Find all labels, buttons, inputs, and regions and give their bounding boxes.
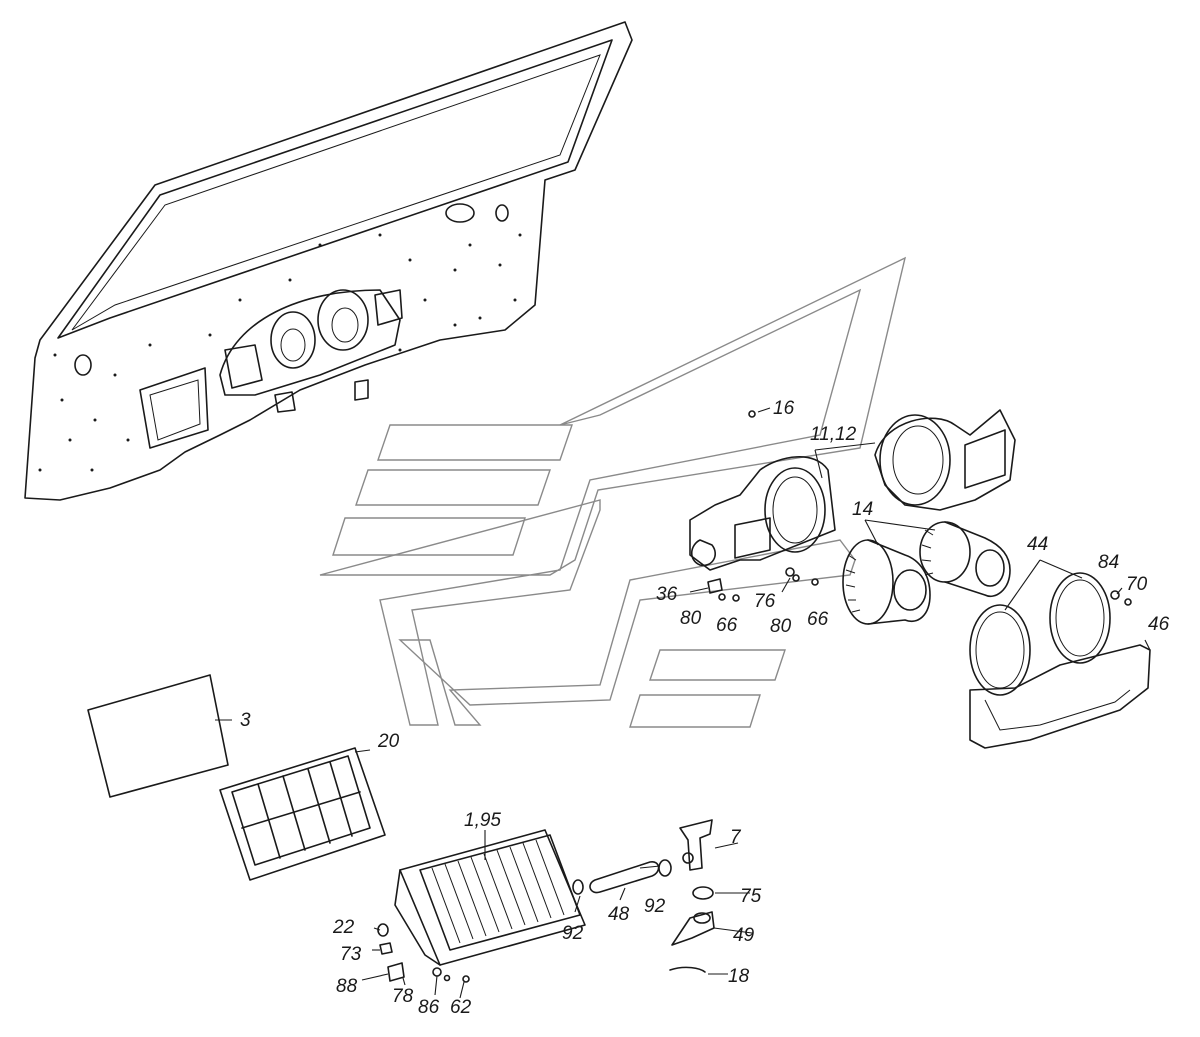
label-78: 78 bbox=[392, 986, 414, 1007]
label-44: 44 bbox=[1027, 534, 1048, 555]
label-16: 16 bbox=[773, 398, 795, 419]
part-labels: 16 11,12 14 44 84 70 46 36 76 80 66 80 6… bbox=[240, 398, 1170, 1018]
label-80-b: 80 bbox=[770, 616, 792, 637]
part-11-12-housing bbox=[689, 409, 1016, 571]
hose-and-valve-parts bbox=[572, 819, 715, 973]
part-44-gaskets bbox=[969, 572, 1111, 696]
fan-fins bbox=[845, 529, 934, 613]
label-11-12: 11,12 bbox=[810, 424, 857, 445]
leader-lines bbox=[215, 407, 1151, 999]
part-1-95-heater-core bbox=[394, 829, 586, 966]
part-20-filter bbox=[219, 747, 386, 881]
label-18: 18 bbox=[728, 966, 750, 987]
label-66-b: 66 bbox=[807, 609, 829, 630]
label-86: 86 bbox=[418, 997, 440, 1018]
label-22: 22 bbox=[332, 917, 355, 938]
label-70: 70 bbox=[1126, 574, 1148, 595]
label-14: 14 bbox=[852, 499, 873, 520]
label-92-b: 92 bbox=[562, 923, 584, 944]
label-80-a: 80 bbox=[680, 608, 702, 629]
part-3-sheet bbox=[87, 674, 229, 798]
core-fins bbox=[431, 839, 565, 944]
label-3: 3 bbox=[240, 710, 251, 731]
label-46: 46 bbox=[1148, 614, 1170, 635]
label-7: 7 bbox=[730, 827, 742, 848]
part-46-cover bbox=[969, 644, 1151, 749]
label-75: 75 bbox=[740, 886, 762, 907]
small-fasteners bbox=[707, 567, 1132, 606]
label-88: 88 bbox=[336, 976, 358, 997]
cab-front-panel bbox=[24, 21, 633, 501]
label-20: 20 bbox=[377, 731, 400, 752]
label-84: 84 bbox=[1098, 552, 1119, 573]
label-73: 73 bbox=[340, 944, 362, 965]
label-48: 48 bbox=[608, 904, 630, 925]
label-62: 62 bbox=[450, 997, 472, 1018]
part-16-nut bbox=[748, 410, 756, 418]
label-66-a: 66 bbox=[716, 615, 738, 636]
watermark-graphic bbox=[319, 256, 907, 728]
label-36: 36 bbox=[656, 584, 678, 605]
panel-rivets bbox=[38, 233, 522, 472]
label-49: 49 bbox=[733, 925, 755, 946]
part-14-fan-assembly bbox=[842, 521, 1011, 625]
label-76: 76 bbox=[754, 591, 776, 612]
label-92-a: 92 bbox=[644, 896, 666, 917]
label-1-95: 1,95 bbox=[464, 810, 501, 831]
